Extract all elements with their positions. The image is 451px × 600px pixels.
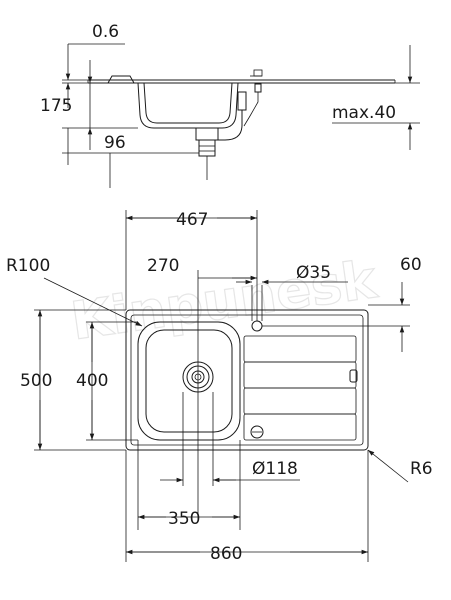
side-view bbox=[62, 43, 420, 188]
dim-drain-offset-label: 96 bbox=[104, 133, 126, 153]
dim-bowl-inner-width-label: 270 bbox=[147, 256, 179, 276]
dim-outer-width-label: 467 bbox=[176, 210, 208, 230]
dim-total-depth-label: 500 bbox=[20, 371, 52, 391]
dim-drain-label: Ø118 bbox=[252, 459, 298, 479]
dim-thickness-label: 0.6 bbox=[92, 22, 119, 42]
dim-bowl-width-label: 350 bbox=[168, 509, 200, 529]
dim-edge-distance-label: 60 bbox=[400, 255, 422, 275]
dim-bowl-depth-label: 400 bbox=[76, 371, 108, 391]
top-view bbox=[34, 210, 410, 562]
dim-corner-radius-label: R100 bbox=[6, 256, 50, 276]
dim-total-width-label: 860 bbox=[210, 544, 242, 564]
dim-depth-label: 175 bbox=[40, 96, 72, 116]
dim-max-worktop-label: max.40 bbox=[332, 103, 396, 123]
dim-outer-radius-label: R6 bbox=[410, 459, 433, 479]
watermark-text: Kinpunesk bbox=[67, 250, 381, 352]
dim-tap-hole-label: Ø35 bbox=[296, 263, 331, 283]
